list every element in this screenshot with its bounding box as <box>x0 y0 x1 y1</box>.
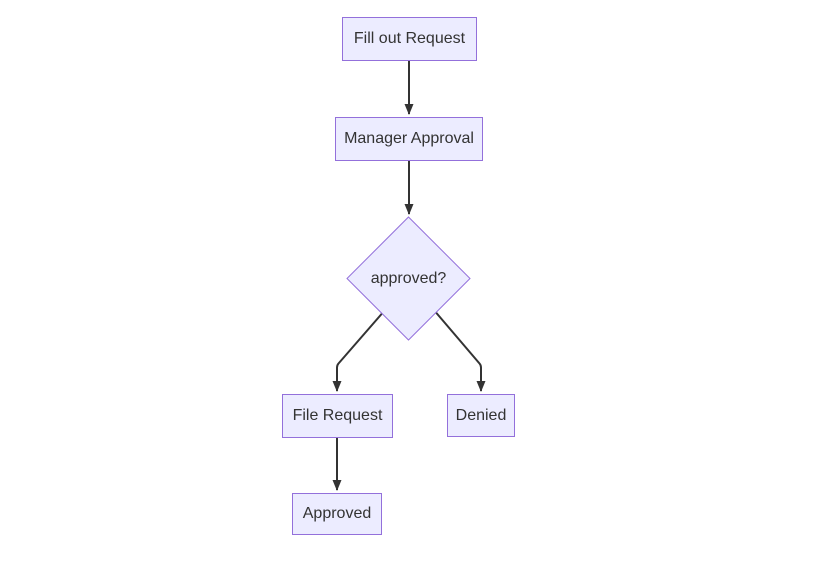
decision-diamond-shape <box>346 216 471 341</box>
node-approved-decision-label: approved? <box>370 269 447 287</box>
node-denied: Denied <box>447 394 515 437</box>
node-fill-out-request: Fill out Request <box>342 17 477 61</box>
edge-approved-decision-to-file-request <box>332 312 383 392</box>
edge-approved-decision-to-denied <box>435 311 486 392</box>
node-file-request: File Request <box>282 394 393 438</box>
node-approved-decision: approved? <box>348 258 469 299</box>
node-manager-approval: Manager Approval <box>335 117 483 161</box>
node-file-request-label: File Request <box>292 407 383 424</box>
node-approved: Approved <box>292 493 382 535</box>
node-approved-label: Approved <box>302 505 372 522</box>
node-manager-approval-label: Manager Approval <box>344 130 474 147</box>
node-denied-label: Denied <box>455 406 507 424</box>
node-fill-out-request-label: Fill out Request <box>353 30 466 47</box>
